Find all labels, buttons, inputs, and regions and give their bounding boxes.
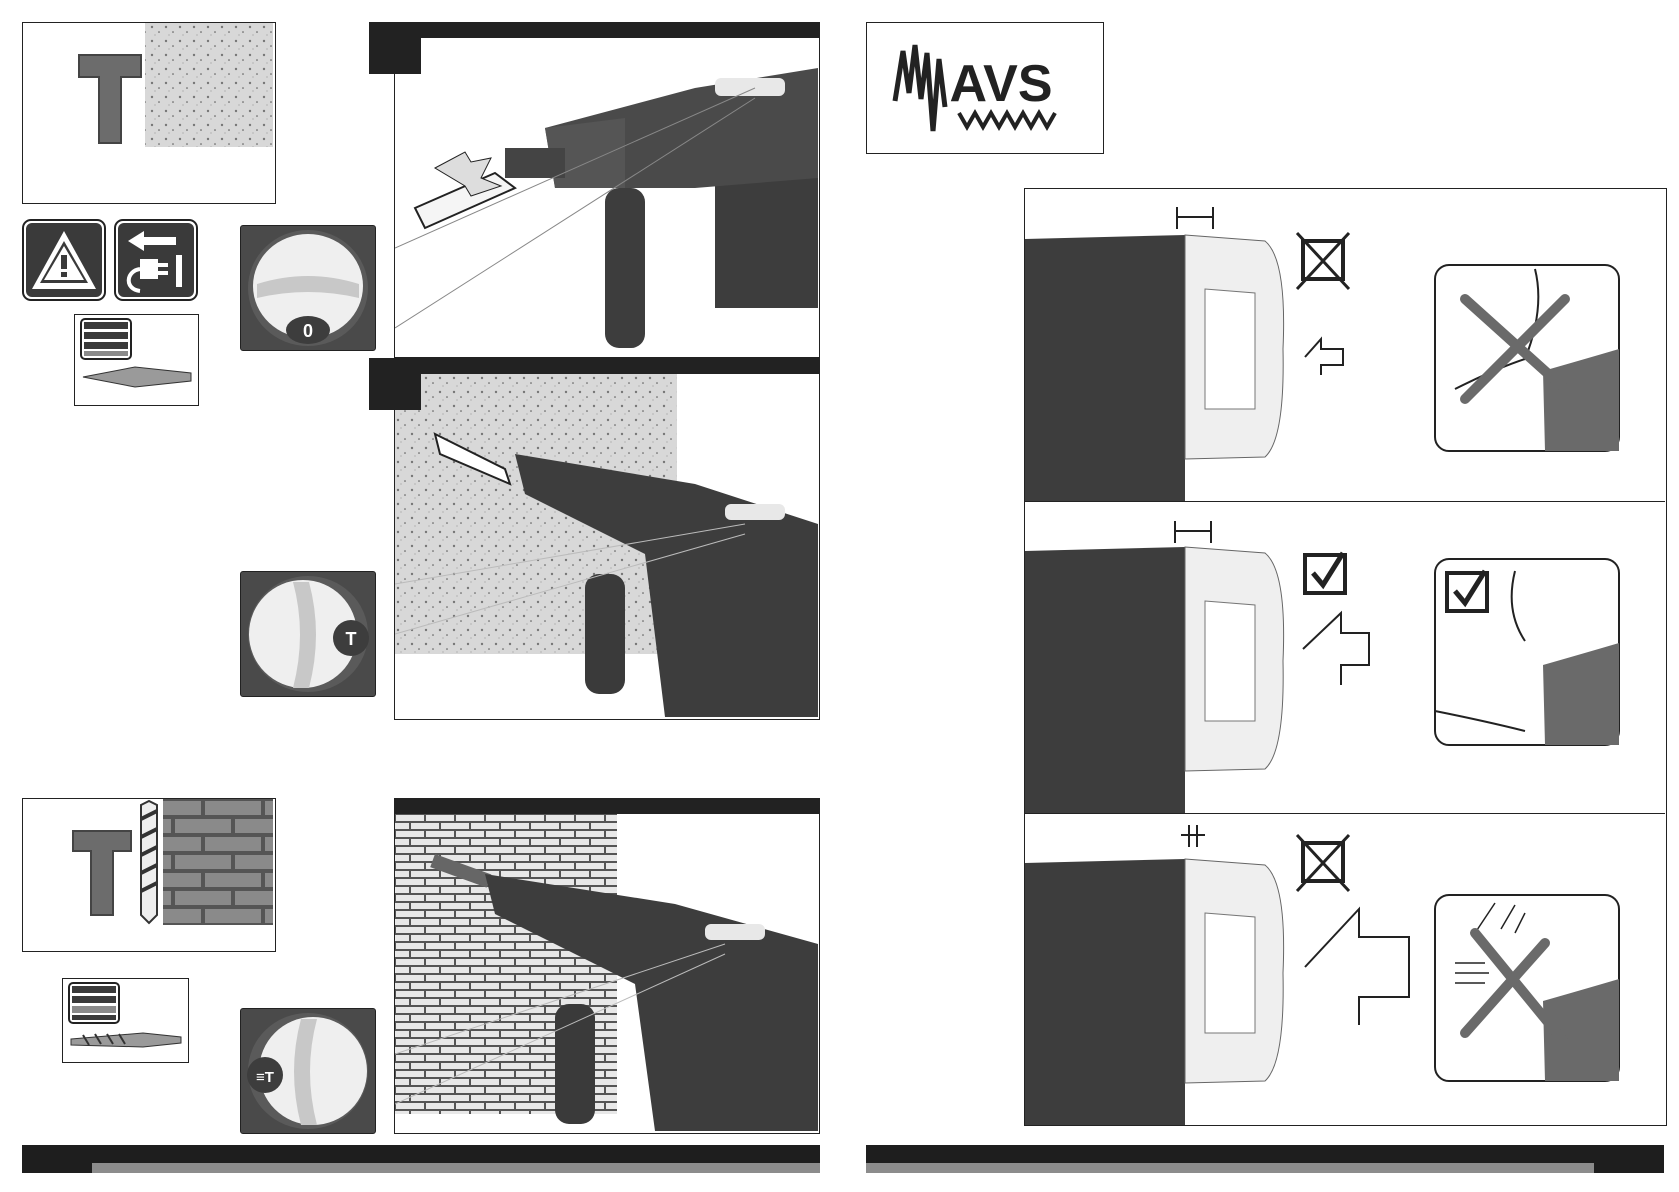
checkbox-icon xyxy=(1305,553,1345,593)
mode-selector-knob-hammer-drill: ≡T xyxy=(240,1008,376,1134)
crossed-checkbox-icon xyxy=(1297,835,1349,891)
logo-text: AVS xyxy=(949,55,1052,113)
mode-selector-knob-chisel: T xyxy=(240,571,376,697)
vibration-panel-wrong-2 xyxy=(1025,813,1665,1125)
svg-text:≡T: ≡T xyxy=(256,1069,274,1086)
chisel-mode-panel xyxy=(22,22,276,204)
unplug-icon xyxy=(114,219,198,301)
vibration-panel-correct xyxy=(1025,501,1665,814)
right-page-footer xyxy=(866,1145,1664,1175)
svg-text:T: T xyxy=(346,629,357,649)
chisel-bits-icon xyxy=(74,314,199,406)
illustration-hammer-drill-brick xyxy=(394,798,820,1134)
illustration-chisel-setting xyxy=(394,22,820,358)
hammer-icon xyxy=(23,23,274,202)
hammer-drill-mode-panel xyxy=(22,798,276,952)
svg-text:0: 0 xyxy=(303,321,313,341)
crossed-checkbox-icon xyxy=(1297,233,1349,289)
left-page-footer xyxy=(22,1145,820,1175)
avs-logo: AVS xyxy=(866,22,1104,154)
drill-bits-icon xyxy=(62,978,189,1063)
illustration-chisel-concrete xyxy=(394,358,820,720)
vibration-panel-wrong-1 xyxy=(1025,189,1665,502)
warning-triangle-icon xyxy=(22,219,106,301)
mode-selector-knob-off: 0 xyxy=(240,225,376,351)
vibration-instructions-panel xyxy=(1024,188,1667,1126)
